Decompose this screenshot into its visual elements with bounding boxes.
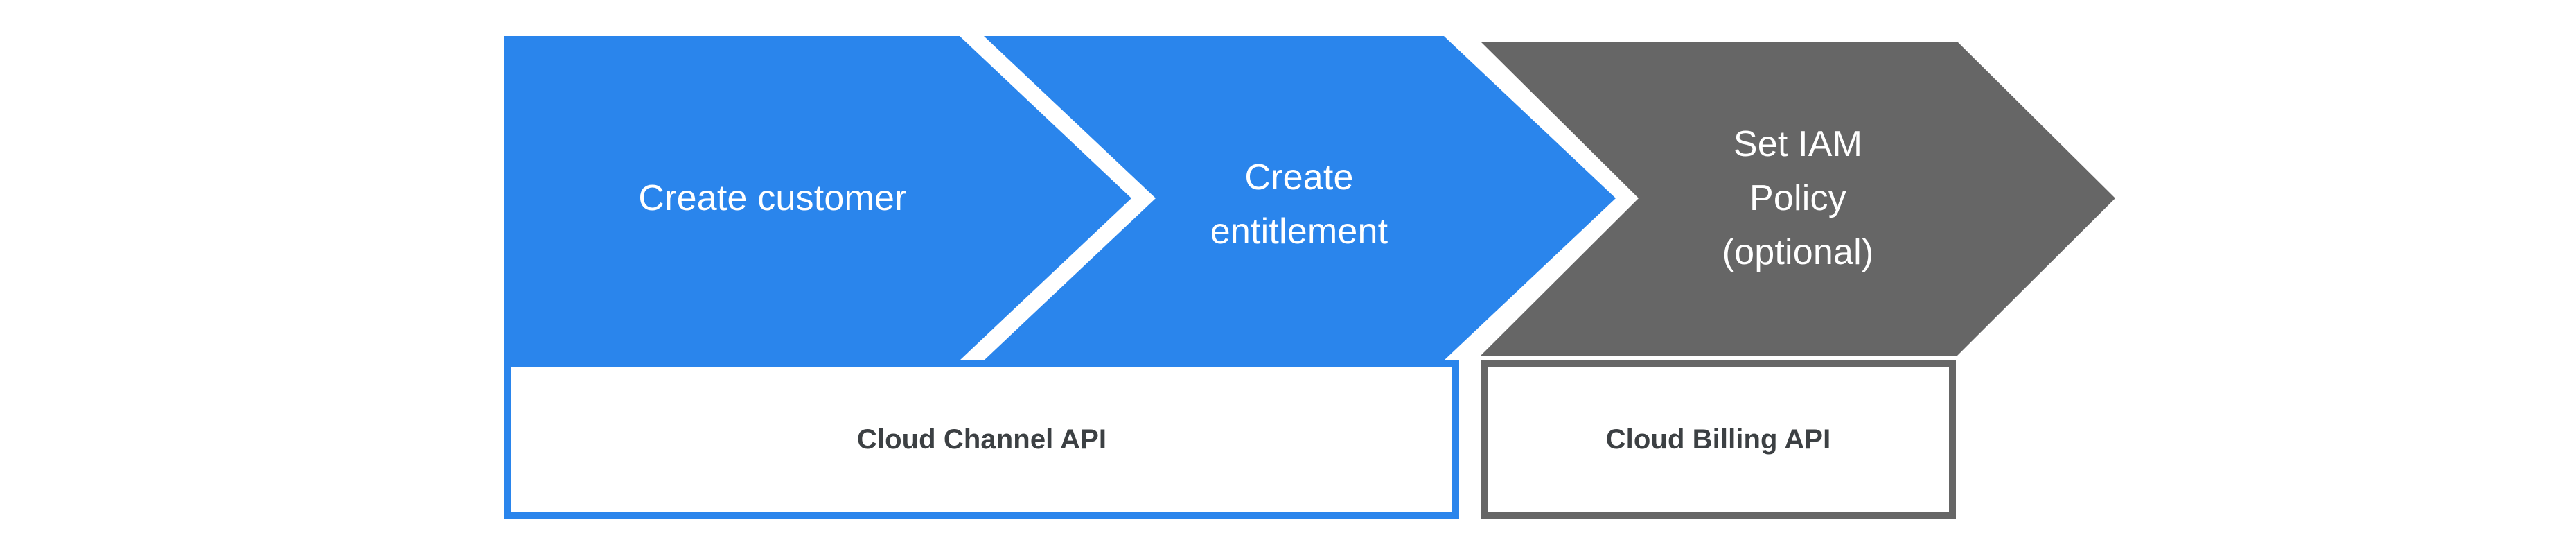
step-chevron-create-customer[interactable] [504,36,1131,360]
step-chevron-set-iam-policy[interactable] [1481,42,2115,356]
api-group-box-cloud-channel-api[interactable] [504,360,1459,518]
api-group-box-cloud-billing-api[interactable] [1481,360,1956,518]
step-chevron-create-entitlement[interactable] [984,36,1616,360]
